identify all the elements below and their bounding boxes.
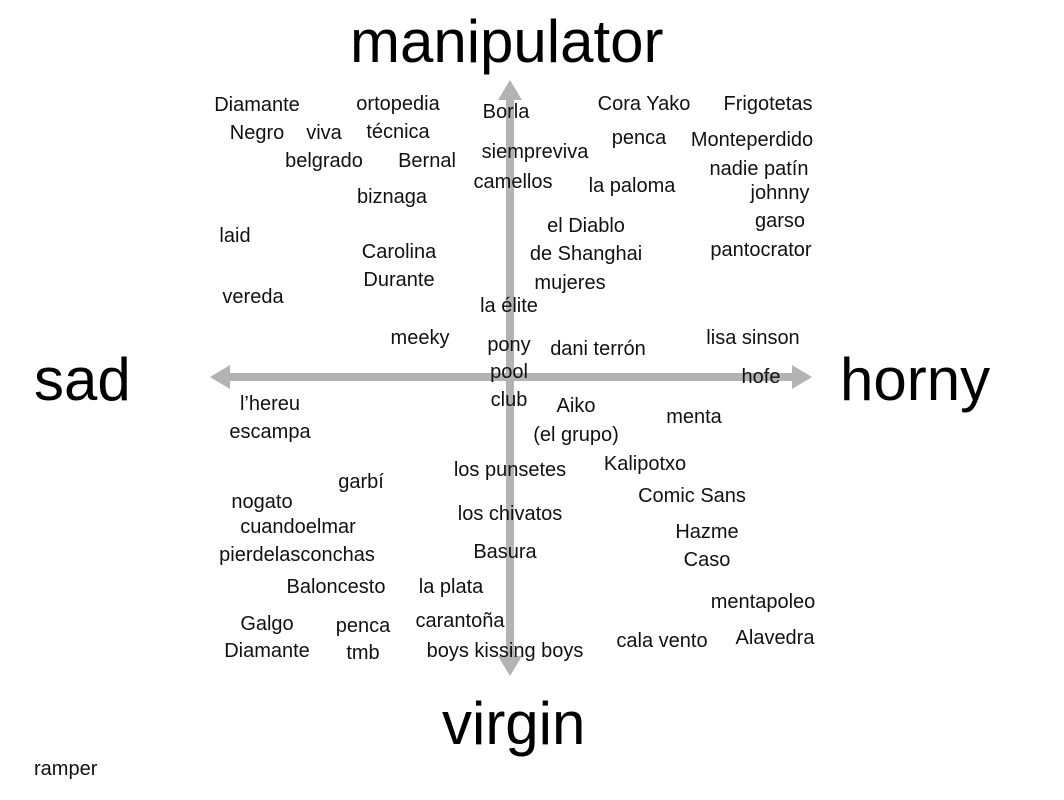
label-el-diablo: el Diablo (547, 215, 625, 237)
label-hazme: Hazme (675, 521, 739, 543)
label-carolina: Carolina (361, 241, 437, 263)
label-mujeres: mujeres (534, 272, 606, 294)
label-lisa-sinson: lisa sinson (706, 327, 800, 349)
label-kalipotxo: Kalipotxo (603, 453, 687, 475)
label-siempreviva: siempreviva (481, 141, 589, 163)
label-diamante-negro-1: Diamante (214, 94, 300, 116)
label-escampa: escampa (229, 421, 311, 443)
label-garso: garso (754, 210, 806, 232)
axis-title-top: manipulator (350, 8, 664, 75)
label-dani-terron: dani terrón (550, 338, 646, 360)
label-los-punsetes: los punsetes (453, 459, 567, 481)
label-club: club (490, 389, 528, 411)
label-borla: Borla (482, 101, 530, 123)
label-galgo: Galgo (240, 613, 294, 635)
label-caso: Caso (683, 549, 731, 571)
label-de-shanghai: de Shanghai (529, 243, 643, 265)
label-la-elite: la élite (480, 295, 538, 317)
label-aiko: Aiko (556, 395, 596, 417)
credit-text: ramper (34, 758, 98, 780)
label-nogato: nogato (231, 491, 293, 513)
label-garbi: garbí (338, 471, 384, 493)
axis-title-right: horny (840, 346, 991, 413)
label-boys-kissing-boys: boys kissing boys (426, 640, 584, 662)
label-comic-sans: Comic Sans (638, 485, 746, 507)
axis-title-left: sad (34, 346, 131, 413)
label-pierdelasconchas: pierdelasconchas (219, 544, 375, 566)
label-mentapoleo: mentapoleo (710, 591, 816, 613)
label-la-plata: la plata (418, 576, 484, 598)
arrowhead-up (498, 80, 522, 100)
label-tmb: tmb (346, 642, 380, 664)
label-monteperdido: Monteperdido (690, 129, 814, 151)
label-carantona: carantoña (415, 610, 505, 632)
label-nadie-patin: nadie patín (709, 158, 809, 180)
label-galgo-diamante: Diamante (224, 640, 310, 662)
axis-title-bottom: virgin (442, 690, 586, 757)
label-vereda: vereda (222, 286, 284, 308)
arrowhead-down (498, 656, 522, 676)
label-meeky: meeky (390, 327, 450, 349)
label-menta: menta (666, 406, 722, 428)
label-johnny: johnny (750, 182, 810, 204)
label-bernal: Bernal (398, 150, 456, 172)
label-cuandoelmar: cuandoelmar (240, 516, 356, 538)
label-camellos: camellos (473, 171, 553, 193)
label-belgrado: belgrado (285, 150, 363, 172)
label-laid: laid (219, 225, 251, 247)
label-cora-yako: Cora Yako (597, 93, 691, 115)
label-penca-bottom: penca (335, 615, 391, 637)
arrowhead-left (210, 365, 230, 389)
label-hofe: hofe (741, 366, 781, 388)
label-alavedra: Alavedra (735, 627, 815, 649)
label-ortopedia: ortopedia (356, 93, 440, 115)
label-los-chivatos: los chivatos (457, 503, 563, 525)
label-pony: pony (487, 334, 531, 356)
label-pool: pool (490, 361, 528, 383)
label-la-paloma: la paloma (588, 175, 676, 197)
label-viva: viva (306, 122, 342, 144)
label-lhereu: l’hereu (239, 393, 301, 415)
label-negro: Negro (229, 122, 285, 144)
label-penca-top: penca (611, 127, 667, 149)
arrowhead-right (792, 365, 812, 389)
horizontal-axis-arrow (210, 365, 812, 389)
label-el-grupo: (el grupo) (533, 424, 619, 446)
label-cala-vento: cala vento (616, 630, 708, 652)
label-tecnica: técnica (366, 121, 430, 143)
label-durante: Durante (363, 269, 435, 291)
label-frigotetas: Frigotetas (723, 93, 813, 115)
label-basura: Basura (473, 541, 537, 563)
label-biznaga: biznaga (356, 186, 428, 208)
label-baloncesto: Baloncesto (286, 576, 386, 598)
label-pantocrator: pantocrator (710, 239, 812, 261)
